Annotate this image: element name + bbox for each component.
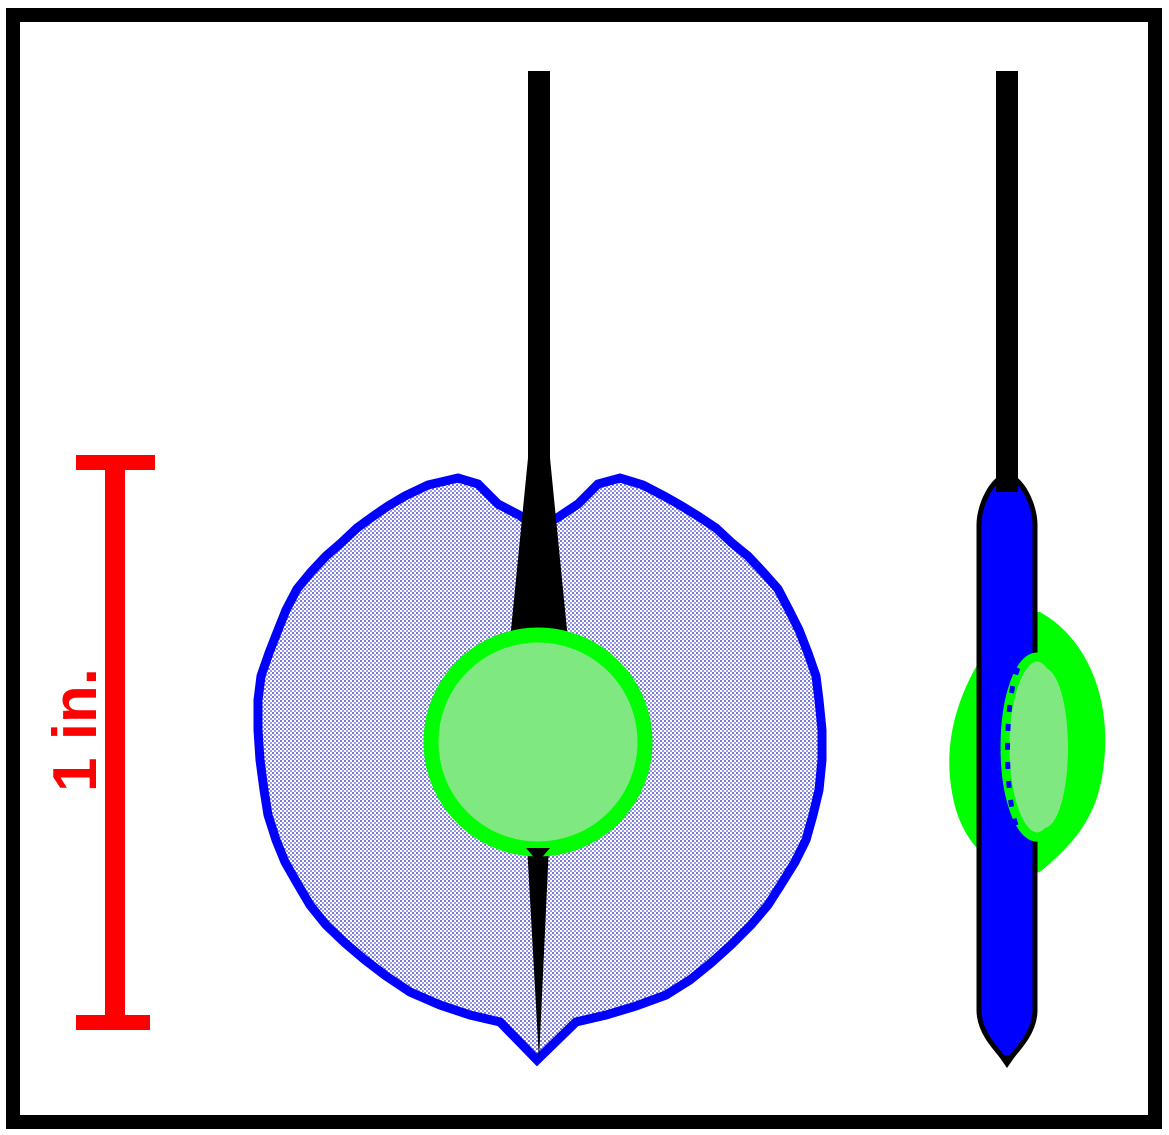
scale-bar-stem — [105, 465, 125, 1020]
scale-bar-label: 1 in. — [41, 668, 110, 792]
side-tip — [998, 1055, 1016, 1068]
side-view — [949, 71, 1106, 1068]
midrib-upper — [510, 458, 568, 640]
side-disc-inner — [1020, 668, 1068, 828]
scale-bar: 1 in. — [41, 455, 155, 1030]
disc-notch — [526, 848, 550, 862]
front-stalk — [528, 71, 550, 458]
side-disc-dashed-line — [1005, 667, 1021, 832]
central-disc — [423, 627, 653, 857]
side-stalk — [996, 71, 1018, 492]
scale-bar-top-cap — [76, 455, 155, 470]
front-view — [253, 71, 827, 1067]
midrib-lower — [527, 845, 549, 1060]
scale-bar-bottom-cap — [76, 1015, 150, 1030]
